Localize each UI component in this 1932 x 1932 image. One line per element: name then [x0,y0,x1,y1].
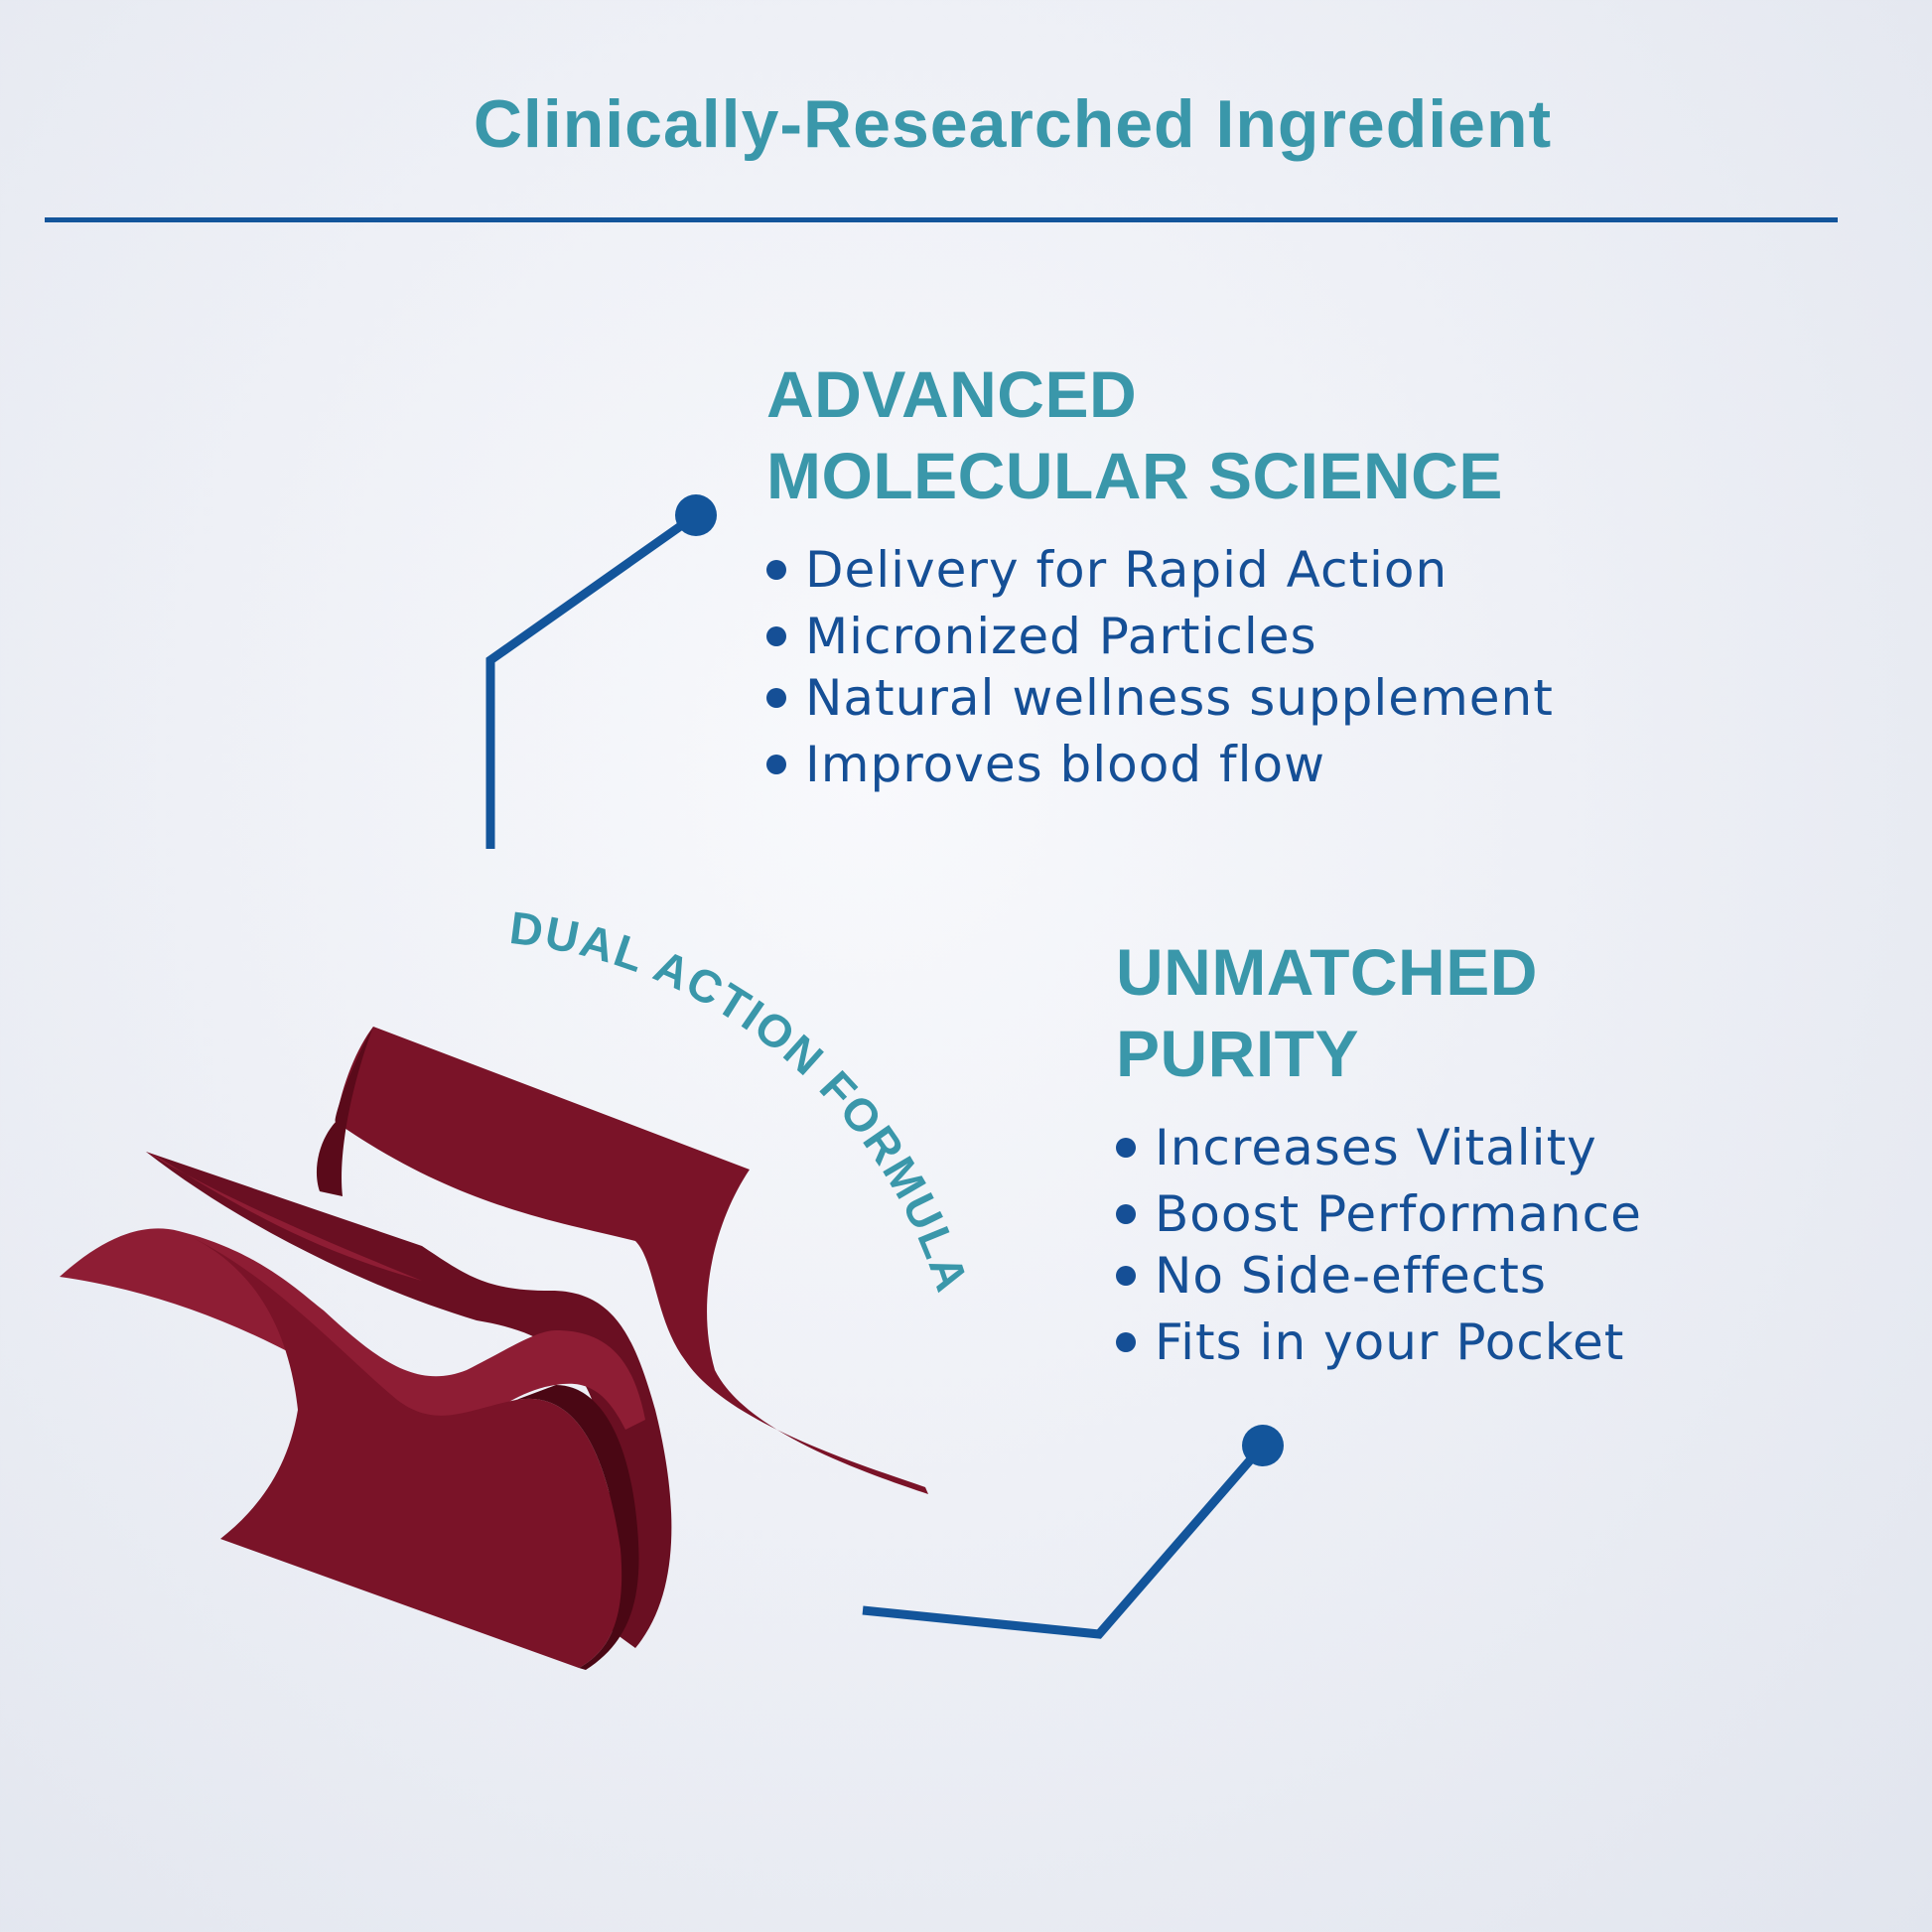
feature-item: No Side-effects [1116,1245,1642,1307]
section-heading-line: MOLECULAR SCIENCE [766,439,1503,512]
connector-dot-top [675,494,717,536]
bullet-icon [1116,1138,1136,1158]
section-heading: UNMATCHED PURITY [1116,931,1642,1094]
feature-item: Improves blood flow [766,729,1554,800]
feature-text: Improves blood flow [805,736,1325,793]
feature-list: Increases Vitality Boost Performance No … [1116,1112,1642,1378]
page-title: Clinically-Researched Ingredient [473,86,1553,162]
feature-item: Natural wellness supplement [766,667,1554,729]
section-heading-line: ADVANCED [766,357,1138,431]
bullet-icon [1116,1332,1136,1352]
feature-item: Delivery for Rapid Action [766,534,1554,606]
section-heading-line: UNMATCHED [1116,935,1538,1009]
section-heading: ADVANCED MOLECULAR SCIENCE [766,353,1554,516]
feature-section-molecular-science: ADVANCED MOLECULAR SCIENCE Delivery for … [766,353,1554,800]
feature-item: Boost Performance [1116,1183,1642,1245]
bullet-icon [766,755,786,774]
feature-text: Delivery for Rapid Action [805,541,1449,599]
feature-text: Fits in your Pocket [1155,1313,1625,1371]
bullet-icon [766,688,786,708]
feature-section-purity: UNMATCHED PURITY Increases Vitality Boos… [1116,931,1642,1378]
wavy-ribbon-sheets-icon [60,1027,928,1670]
feature-text: Boost Performance [1155,1185,1642,1243]
connector-line-top [485,494,717,849]
feature-text: Increases Vitality [1155,1119,1597,1176]
connector-dot-bottom [1242,1425,1284,1466]
title-divider [45,217,1838,222]
bullet-icon [766,626,786,646]
bullet-icon [766,560,786,580]
feature-item: Fits in your Pocket [1116,1307,1642,1378]
feature-text: Micronized Particles [805,608,1317,665]
bullet-icon [1116,1266,1136,1286]
feature-text: Natural wellness supplement [805,669,1554,727]
section-heading-line: PURITY [1116,1017,1360,1090]
dual-action-badge: DUAL ACTION FORMULA [507,901,979,1299]
feature-item: Increases Vitality [1116,1112,1642,1183]
feature-list: Delivery for Rapid Action Micronized Par… [766,534,1554,800]
bullet-icon [1116,1204,1136,1224]
feature-item: Micronized Particles [766,606,1554,667]
connector-line-bottom [862,1425,1284,1639]
feature-text: No Side-effects [1155,1247,1547,1305]
